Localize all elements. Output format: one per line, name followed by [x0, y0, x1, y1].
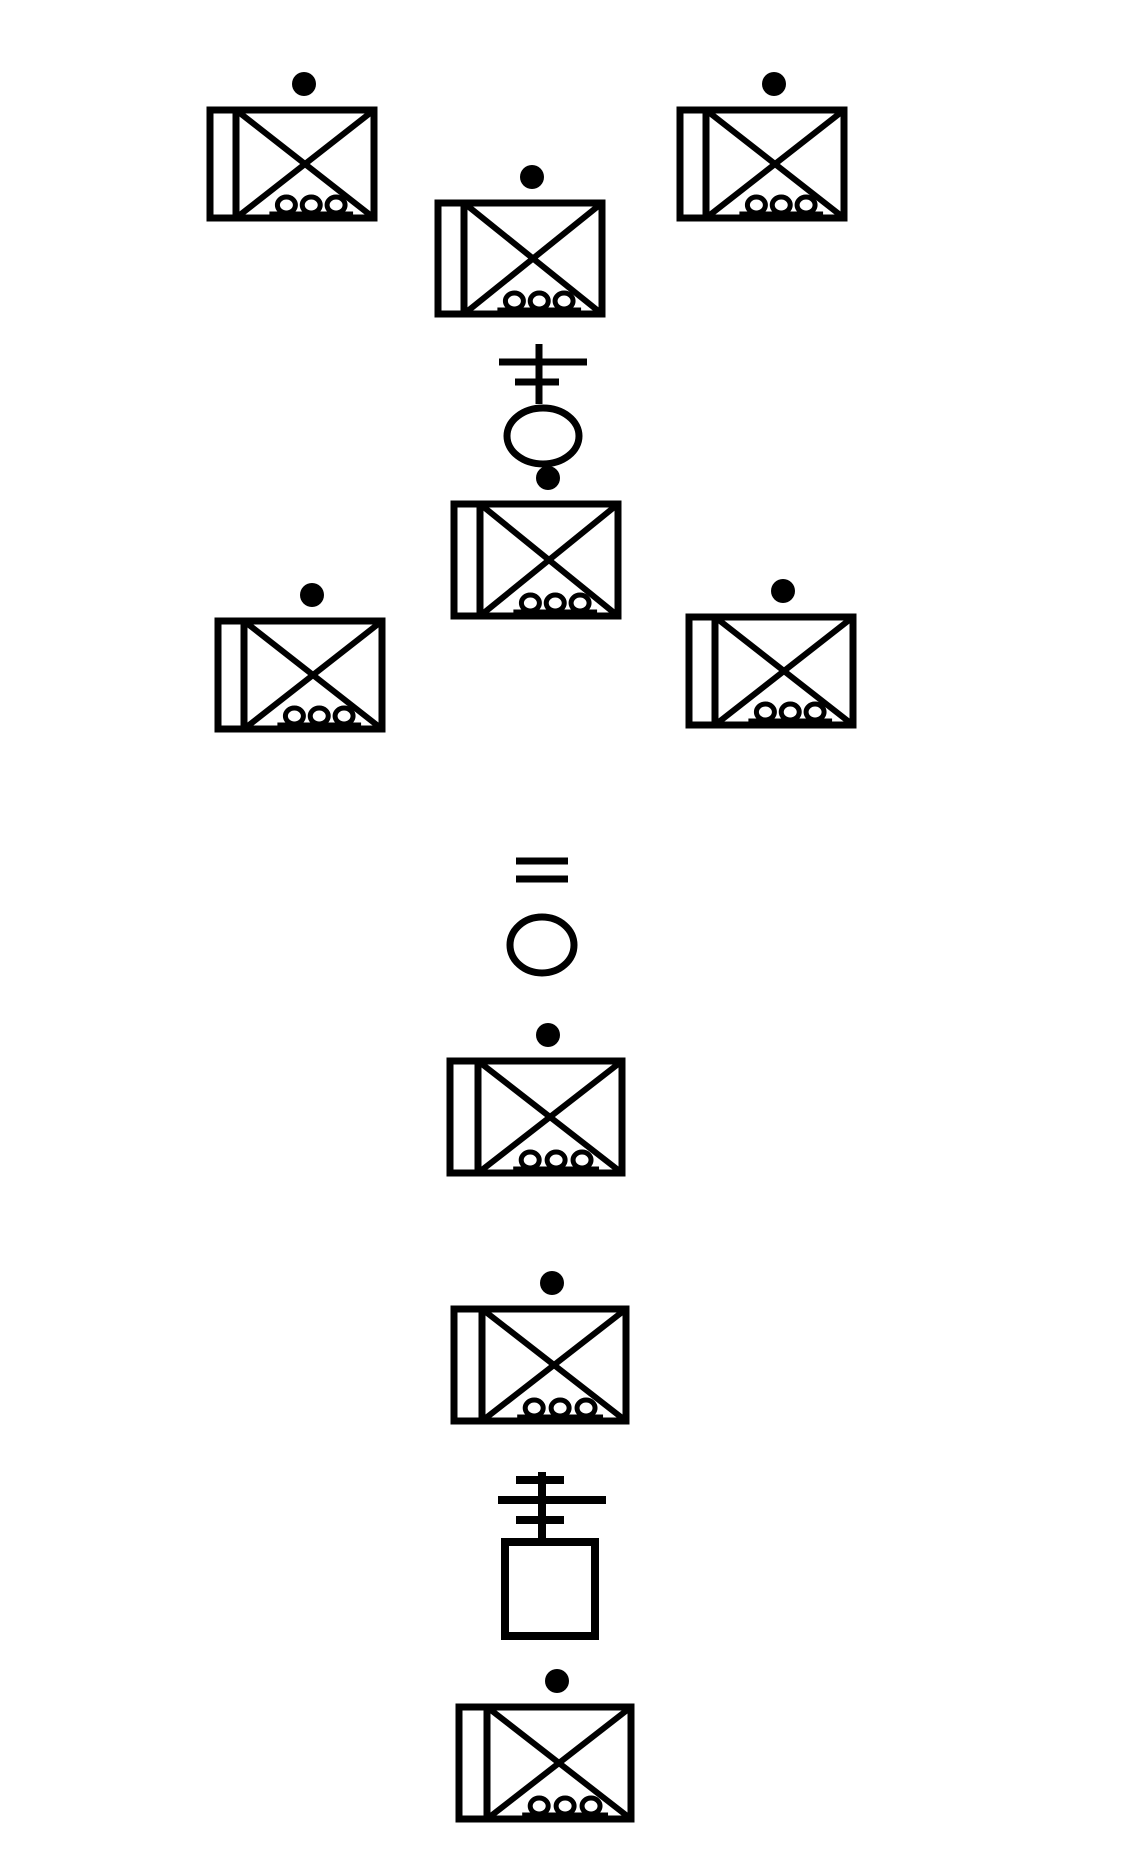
wheel-icon	[299, 194, 323, 216]
wheel-icon	[570, 1149, 594, 1171]
wheel-icon	[324, 194, 348, 216]
wheel-icon	[579, 1795, 603, 1817]
wheel-icon	[332, 705, 356, 727]
mech-infantry-squad-symbol	[450, 1271, 630, 1425]
echelon-dot-icon	[520, 165, 544, 189]
wheel-icon	[518, 592, 542, 614]
echelon-dot-icon	[300, 583, 324, 607]
wheel-icon	[769, 194, 793, 216]
wheel-icon	[548, 1397, 572, 1419]
wheel-icon	[282, 705, 306, 727]
command-post-symbol	[498, 1472, 606, 1640]
echelon-dot-icon	[545, 1669, 569, 1693]
echelon-dot-icon	[536, 1023, 560, 1047]
wheel-icon	[518, 1149, 542, 1171]
wheel-icon	[522, 1397, 546, 1419]
wheel-icon	[527, 290, 551, 312]
wheel-icon	[744, 194, 768, 216]
wheel-icon	[794, 194, 818, 216]
mech-infantry-squad-symbol	[676, 72, 848, 222]
wheel-icon	[574, 1397, 598, 1419]
mech-infantry-squad-symbol	[434, 165, 606, 318]
wheel-icon	[543, 592, 567, 614]
wheel-icon	[778, 701, 802, 723]
mech-infantry-squad-symbol	[455, 1669, 635, 1823]
wheel-icon	[274, 194, 298, 216]
wheel-icon	[568, 592, 592, 614]
echelon-dot-icon	[771, 579, 795, 603]
command-post-symbol	[506, 857, 578, 977]
wheel-icon	[803, 701, 827, 723]
command-post-symbol	[499, 344, 587, 468]
mech-infantry-squad-symbol	[450, 466, 622, 620]
echelon-dot-icon	[536, 466, 560, 490]
wheel-icon	[553, 1795, 577, 1817]
mech-infantry-squad-symbol	[685, 579, 857, 729]
echelon-dot-icon	[540, 1271, 564, 1295]
wheel-icon	[527, 1795, 551, 1817]
mech-infantry-squad-symbol	[446, 1023, 626, 1177]
wheel-icon	[552, 290, 576, 312]
wheel-icon	[544, 1149, 568, 1171]
echelon-dot-icon	[292, 72, 316, 96]
mech-infantry-squad-symbol	[206, 72, 378, 222]
wheel-icon	[502, 290, 526, 312]
wheel-icon	[307, 705, 331, 727]
mech-infantry-squad-symbol	[214, 583, 386, 733]
wheel-icon	[753, 701, 777, 723]
echelon-dot-icon	[762, 72, 786, 96]
